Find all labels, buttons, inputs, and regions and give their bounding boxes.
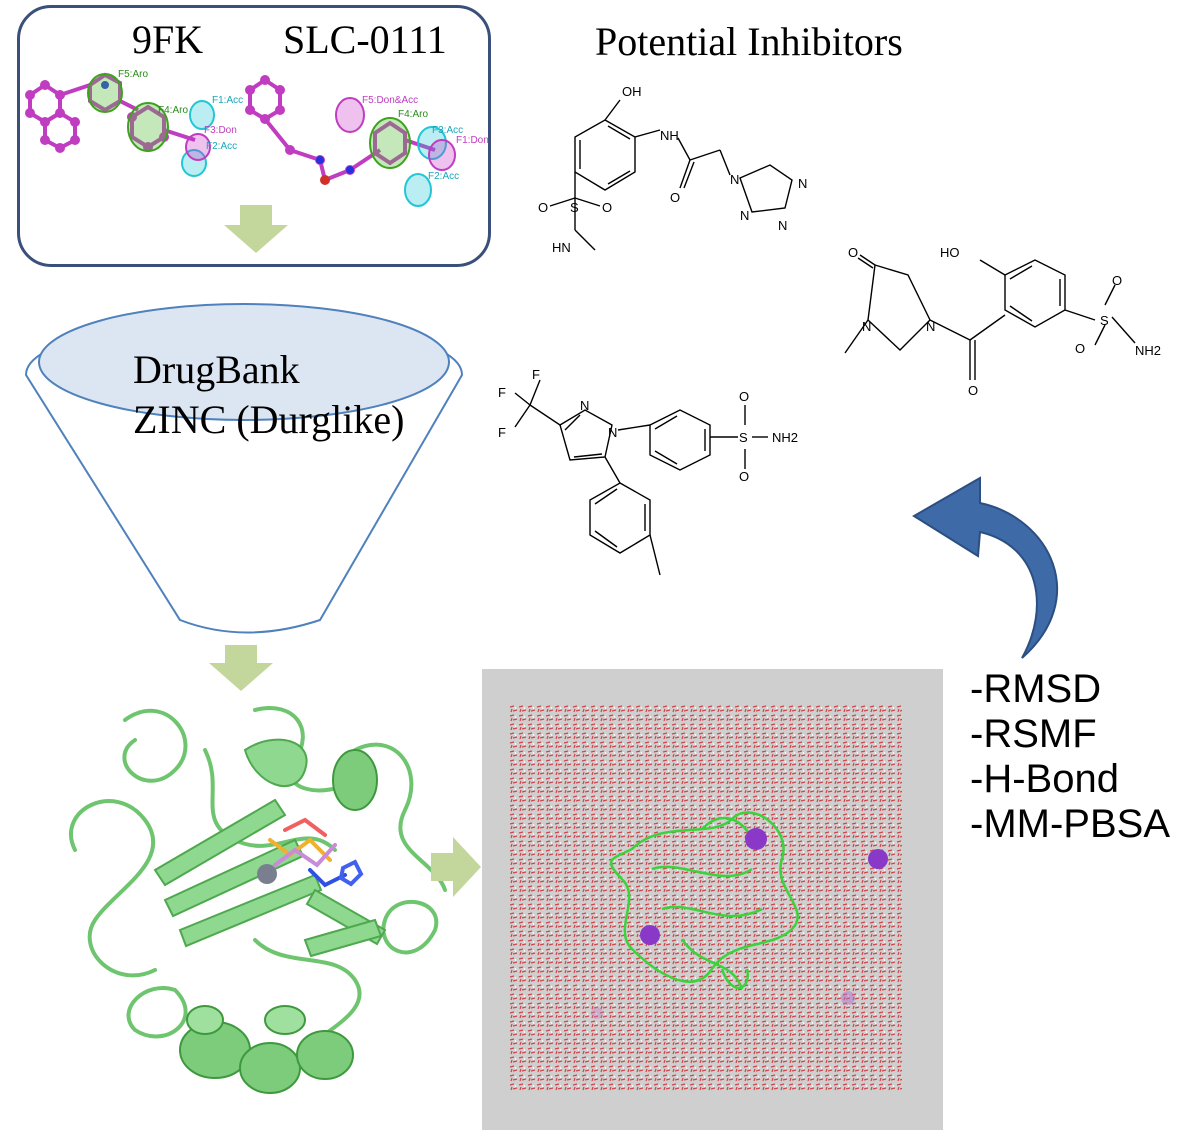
inhibitor-molecule-1: OH NH O N N N N O S O HN	[538, 84, 807, 255]
ligand-label-9fk: 9FK	[132, 17, 204, 62]
protein-ligand-complex-image	[69, 706, 447, 1094]
atom-label: F	[498, 385, 506, 400]
atom-label: N	[730, 172, 739, 187]
atom-label: N	[608, 425, 617, 440]
inhibitor-molecule-2: O HO N N S O O NH2 O	[844, 245, 1161, 398]
feature-label: F3:Acc	[432, 125, 463, 136]
atom-label: O	[538, 200, 548, 215]
atom-label: N	[798, 176, 807, 191]
feature-label: F4:Aro	[398, 109, 428, 120]
analysis-item-mmpbsa: -MM-PBSA	[970, 802, 1170, 846]
curved-arrow-icon	[912, 476, 1059, 659]
atom-label: HN	[552, 240, 571, 255]
atom-label: N	[862, 319, 871, 334]
database-zinc: ZINC (Durglike)	[133, 397, 405, 442]
feature-label: F5:Aro	[118, 69, 148, 80]
atom-label: O	[1075, 341, 1085, 356]
atom-label: NH	[660, 128, 679, 143]
down-arrow-icon	[224, 205, 288, 253]
atom-label: O	[1112, 273, 1122, 288]
ligand-label-slc0111: SLC-0111	[283, 17, 447, 62]
atom-label: NH2	[1135, 343, 1161, 358]
atom-label: F	[532, 367, 540, 382]
atom-label: NH2	[772, 430, 798, 445]
pharmacophore-models-image: F5:Aro F4:Aro F1:Acc F3:Don F2:Acc F5:Do…	[25, 69, 489, 207]
atom-label: S	[739, 430, 748, 445]
atom-label: HO	[940, 245, 960, 260]
screening-funnel	[24, 303, 464, 634]
atom-label: O	[602, 200, 612, 215]
atom-label: OH	[622, 84, 642, 99]
atom-label: O	[739, 389, 749, 404]
atom-label: O	[848, 245, 858, 260]
solvated-protein-image	[510, 703, 902, 1091]
feature-label: F4:Aro	[158, 105, 188, 116]
inhibitors-heading: Potential Inhibitors	[595, 19, 903, 64]
atom-label: O	[739, 469, 749, 484]
feature-label: F5:Don&Acc	[362, 95, 418, 106]
analysis-item-rsmf: -RSMF	[970, 712, 1097, 756]
atom-label: S	[1100, 313, 1109, 328]
atom-label: N	[580, 398, 589, 413]
feature-label: F1:Acc	[212, 95, 243, 106]
analysis-list: -RMSD -RSMF -H-Bond -MM-PBSA	[970, 667, 1170, 847]
feature-label: F1:Don	[456, 135, 489, 146]
database-drugbank: DrugBank	[133, 347, 300, 392]
atom-label: O	[670, 190, 680, 205]
pharmacophore-panel	[17, 5, 491, 267]
feature-label: F2:Acc	[206, 141, 237, 152]
down-arrow-icon	[209, 645, 273, 691]
atom-label: N	[740, 208, 749, 223]
inhibitor-molecule-3: F F F N N S O O NH2	[498, 367, 798, 576]
feature-label: F2:Acc	[428, 171, 459, 182]
feature-label: F3:Don	[204, 125, 237, 136]
right-arrow-icon	[431, 837, 481, 897]
analysis-item-hbond: -H-Bond	[970, 757, 1119, 801]
analysis-item-rmsd: -RMSD	[970, 667, 1102, 711]
atom-label: N	[926, 319, 935, 334]
atom-label: N	[778, 218, 787, 233]
atom-label: S	[570, 200, 579, 215]
atom-label: O	[968, 383, 978, 398]
atom-label: F	[498, 425, 506, 440]
